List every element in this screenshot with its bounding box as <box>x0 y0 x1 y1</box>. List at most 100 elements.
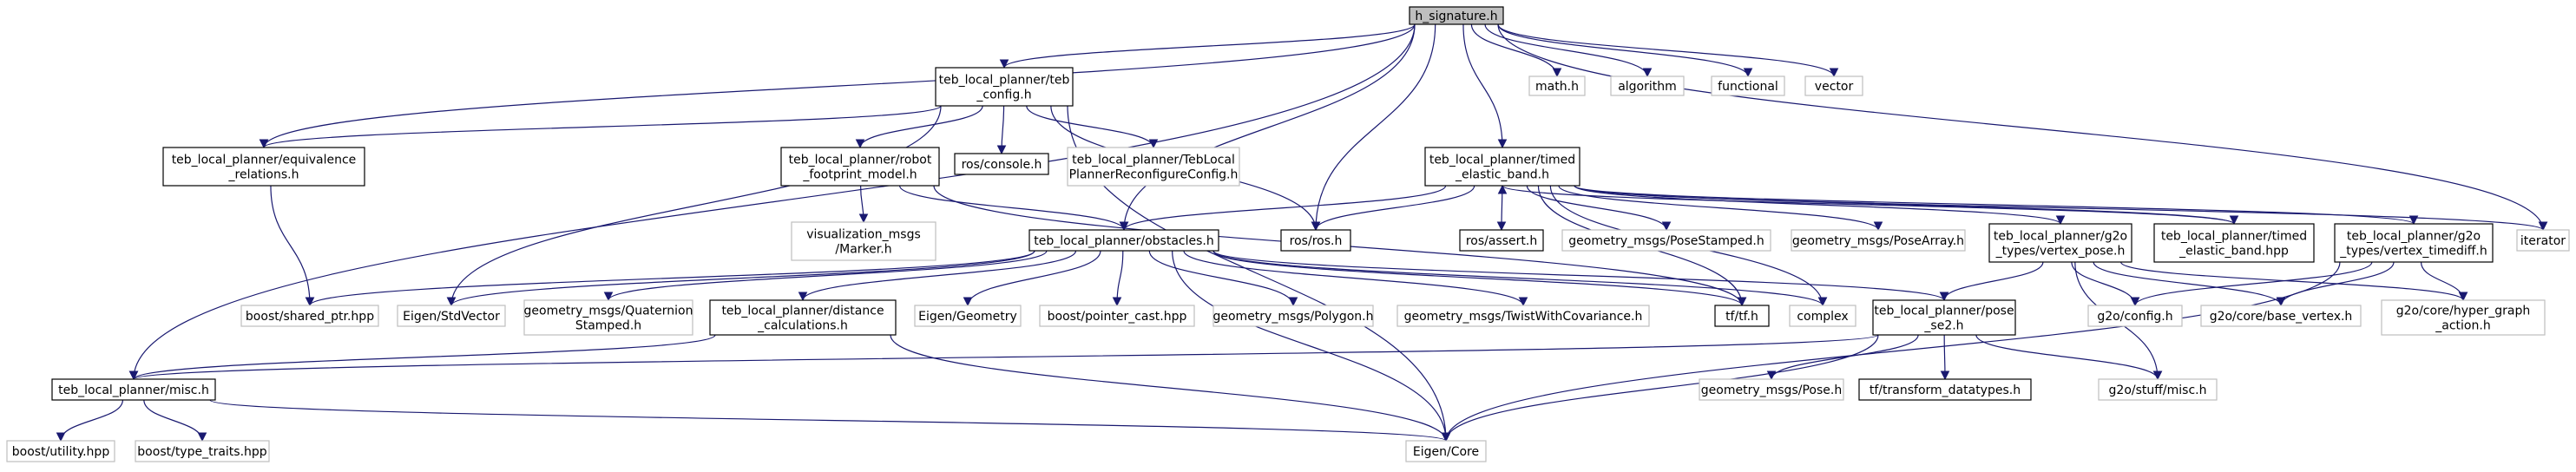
node-label: geometry_msgs/PoseStamped.h <box>1568 234 1764 248</box>
node-label: geometry_msgs/PoseArray.h <box>1792 234 1964 248</box>
node-box <box>135 440 270 462</box>
node-distance-calc[interactable]: teb_local_planner/distance_calculations.… <box>709 299 897 336</box>
node-ros-ros[interactable]: ros/ros.h <box>1280 229 1351 252</box>
node-timed-elastic-band-hpp[interactable]: teb_local_planner/timed_elastic_band.hpp <box>2153 223 2315 263</box>
edge-timed_elastic_band-to-obstacles <box>1119 185 1447 232</box>
node-box <box>2381 299 2546 336</box>
node-equivalence[interactable]: teb_local_planner/equivalence_relations.… <box>162 147 365 187</box>
node-label: tf/tf.h <box>1725 310 1758 324</box>
node-g2o-misc: g2o/stuff/misc.h <box>2098 378 2218 401</box>
node-label: geometry_msgs/Pose.h <box>1701 384 1842 397</box>
edge-h_signature-to-equivalence <box>259 23 1416 149</box>
node-label: teb_local_planner/pose <box>1874 305 2014 318</box>
edge-pose_se2-to-tf_transform <box>1940 334 1950 381</box>
node-algorithm: algorithm <box>1610 75 1685 96</box>
node-label: g2o/stuff/misc.h <box>2109 384 2207 397</box>
edge-robot_footprint-to-obstacles <box>899 185 1129 232</box>
node-box <box>1791 229 1966 252</box>
node-layer: h_signature.h teb_local_planner/teb_confi… <box>6 6 2570 462</box>
node-geom-pose: geometry_msgs/Pose.h <box>1699 378 1844 401</box>
node-label: visualization_msgs <box>806 228 921 242</box>
node-box <box>1804 75 1863 96</box>
node-label: teb_local_planner/timed <box>2161 230 2307 244</box>
edge-pose_se2-to-g2o_misc <box>1975 334 2163 381</box>
node-box <box>1067 147 1240 187</box>
node-label: geometry_msgs/TwistWithCovariance.h <box>1404 310 1643 324</box>
node-functional: functional <box>1711 75 1785 96</box>
node-label: ros/console.h <box>962 158 1042 172</box>
node-eigen-core: Eigen/Core <box>1405 440 1487 462</box>
node-box <box>2098 378 2218 401</box>
node-label: _elastic_band.hpp <box>2178 245 2289 259</box>
node-tf-tf[interactable]: tf/tf.h <box>1714 305 1770 327</box>
node-label: _se2.h <box>1923 319 1963 333</box>
node-label: _action.h <box>2435 319 2490 333</box>
node-boost-type-traits: boost/type_traits.hpp <box>135 440 270 462</box>
node-label: teb_local_planner/misc.h <box>58 384 209 397</box>
node-box <box>1858 378 2032 401</box>
node-label: _calculations.h <box>757 319 848 333</box>
node-misc[interactable]: teb_local_planner/misc.h <box>51 378 216 401</box>
node-g2o-base-vertex: g2o/core/base_vertex.h <box>2200 305 2362 327</box>
edge-h_signature-to-timed_elastic_band <box>1462 23 1508 149</box>
node-box <box>1561 229 1771 252</box>
edge-vertex_timediff-to-g2o_hyper <box>2420 261 2468 302</box>
node-label: teb_local_planner/timed <box>1429 154 1575 167</box>
edge-vertex_timediff-to-g2o_config <box>2130 261 2373 307</box>
node-label: Stamped.h <box>575 319 641 333</box>
node-label: PlannerReconfigureConfig.h <box>1069 168 1239 182</box>
edge-pose_se2-to-eigen_core <box>1441 334 1879 442</box>
node-label: g2o/core/base_vertex.h <box>2210 310 2353 324</box>
node-label: teb_local_planner/teb <box>939 74 1070 88</box>
node-obstacles[interactable]: teb_local_planner/obstacles.h <box>1028 229 1219 252</box>
node-ros-assert[interactable]: ros/assert.h <box>1459 229 1544 252</box>
node-label: Eigen/Core <box>1413 445 1479 459</box>
edge-h_signature-to-vector <box>1497 23 1839 78</box>
edge-obstacles-to-complex <box>1212 250 1828 307</box>
node-g2o-config: g2o/config.h <box>2087 305 2183 327</box>
node-label: teb_local_planner/g2o <box>2347 230 2481 244</box>
node-vertex-timediff[interactable]: teb_local_planner/g2o_types/vertex_timed… <box>2334 223 2494 263</box>
node-box <box>2153 223 2315 263</box>
node-ros-console[interactable]: ros/console.h <box>954 153 1049 175</box>
node-box <box>2200 305 2362 327</box>
node-label: teb_local_planner/TebLocal <box>1072 154 1235 167</box>
edge-timed_elastic_band-to-vertex_timediff <box>1574 185 2418 226</box>
node-label: algorithm <box>1618 80 1677 94</box>
edge-obstacles-to-distance_calc <box>798 250 1077 302</box>
node-boost-utility: boost/utility.hpp <box>6 440 115 462</box>
node-g2o-hyper: g2o/core/hyper_graph_action.h <box>2381 299 2546 336</box>
node-pose-se2[interactable]: teb_local_planner/pose_se2.h <box>1872 299 2016 336</box>
edge-obstacles-to-pose_se2 <box>1212 250 1949 302</box>
node-timed-elastic-band[interactable]: teb_local_planner/timed_elastic_band.h <box>1424 147 1580 187</box>
node-label: ros/ros.h <box>1290 234 1343 248</box>
node-box <box>523 299 693 336</box>
edge-misc-to-boost_type_traits <box>143 399 207 442</box>
node-box <box>2334 223 2494 263</box>
node-robot-footprint[interactable]: teb_local_planner/robot_footprint_model.… <box>780 147 940 187</box>
node-box <box>1028 229 1219 252</box>
edge-distance_calc-to-misc <box>128 334 716 381</box>
edge-h_signature-to-math <box>1470 23 1562 78</box>
node-box <box>1405 440 1487 462</box>
node-box <box>954 153 1049 175</box>
node-box <box>1212 305 1374 327</box>
node-tf-transform[interactable]: tf/transform_datatypes.h <box>1858 378 2032 401</box>
node-label: boost/shared_ptr.hpp <box>246 310 374 324</box>
node-box <box>780 147 940 187</box>
node-h-signature[interactable]: h_signature.h <box>1409 6 1504 25</box>
node-posestamped: geometry_msgs/PoseStamped.h <box>1561 229 1771 252</box>
node-label: tf/transform_datatypes.h <box>1870 384 2021 397</box>
edge-obstacles-to-quaternion <box>603 250 1048 302</box>
edge-h_signature-to-misc <box>128 23 1416 381</box>
node-box <box>1610 75 1685 96</box>
node-box <box>1872 299 2016 336</box>
edge-misc-to-eigen_core <box>209 399 1450 442</box>
node-posearray: geometry_msgs/PoseArray.h <box>1791 229 1966 252</box>
node-label: teb_local_planner/g2o <box>1994 230 2127 244</box>
edge-timed_elastic_band-to-ros_ros <box>1311 185 1475 232</box>
node-teb-config[interactable]: teb_local_planner/teb_config.h <box>935 67 1074 107</box>
node-vertex-pose[interactable]: teb_local_planner/g2o_types/vertex_pose.… <box>1988 223 2132 263</box>
